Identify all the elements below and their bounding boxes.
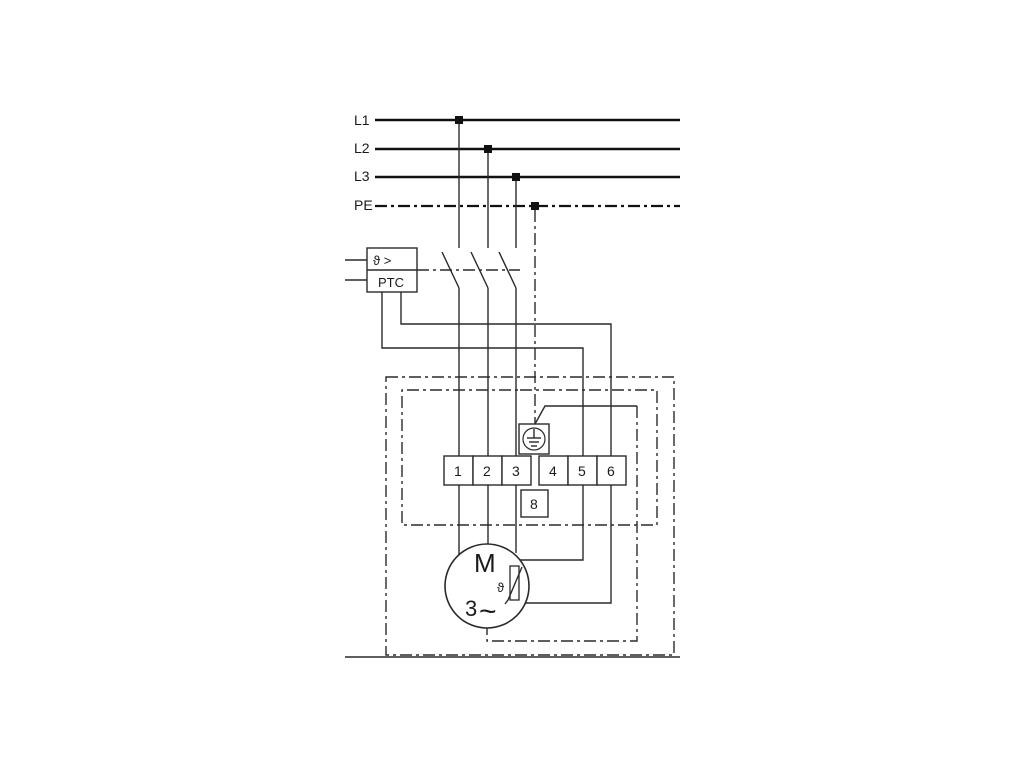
terminal-label-5: 5 [578,463,586,479]
earth-bond [486,406,638,642]
terminal-5 [567,455,598,486]
bus-label-l1: L1 [354,112,370,128]
terminal-label-2: 2 [483,463,491,479]
ptc-wire-b [400,292,612,456]
terminal-label-4: 4 [549,463,557,479]
ptc-wire-a [381,292,584,456]
motor-thermistor-symbol: ϑ [497,580,505,595]
motor-phase: 3 [465,596,477,621]
ptc-symbol: ϑ > [373,253,391,268]
terminal-label-1: 1 [454,463,462,479]
ptc-relay: ϑ > PTC [345,247,418,293]
bus-label-l2: L2 [354,140,370,156]
terminal-label-3: 3 [512,463,520,479]
junction-l1 [455,116,463,124]
earth-connector [534,405,637,425]
junction-l2 [484,145,492,153]
terminal-label-8: 8 [530,496,538,512]
terminal-6 [596,455,627,486]
motor-letter: M [474,548,496,578]
inner-terminal-box [401,389,658,526]
bus-label-l3: L3 [354,168,370,184]
terminal-label-6: 6 [607,463,615,479]
motor-ac-icon: ~ [479,595,497,628]
terminal-block [443,455,627,518]
motor: M 3 ~ ϑ [444,543,530,629]
earth-icon [518,423,550,455]
junction-pe [531,202,539,210]
bus-label-pe: PE [354,197,373,213]
outer-enclosure [385,376,675,656]
ptc-label: PTC [378,275,404,290]
junction-l3 [512,173,520,181]
terminal-8 [520,489,549,518]
